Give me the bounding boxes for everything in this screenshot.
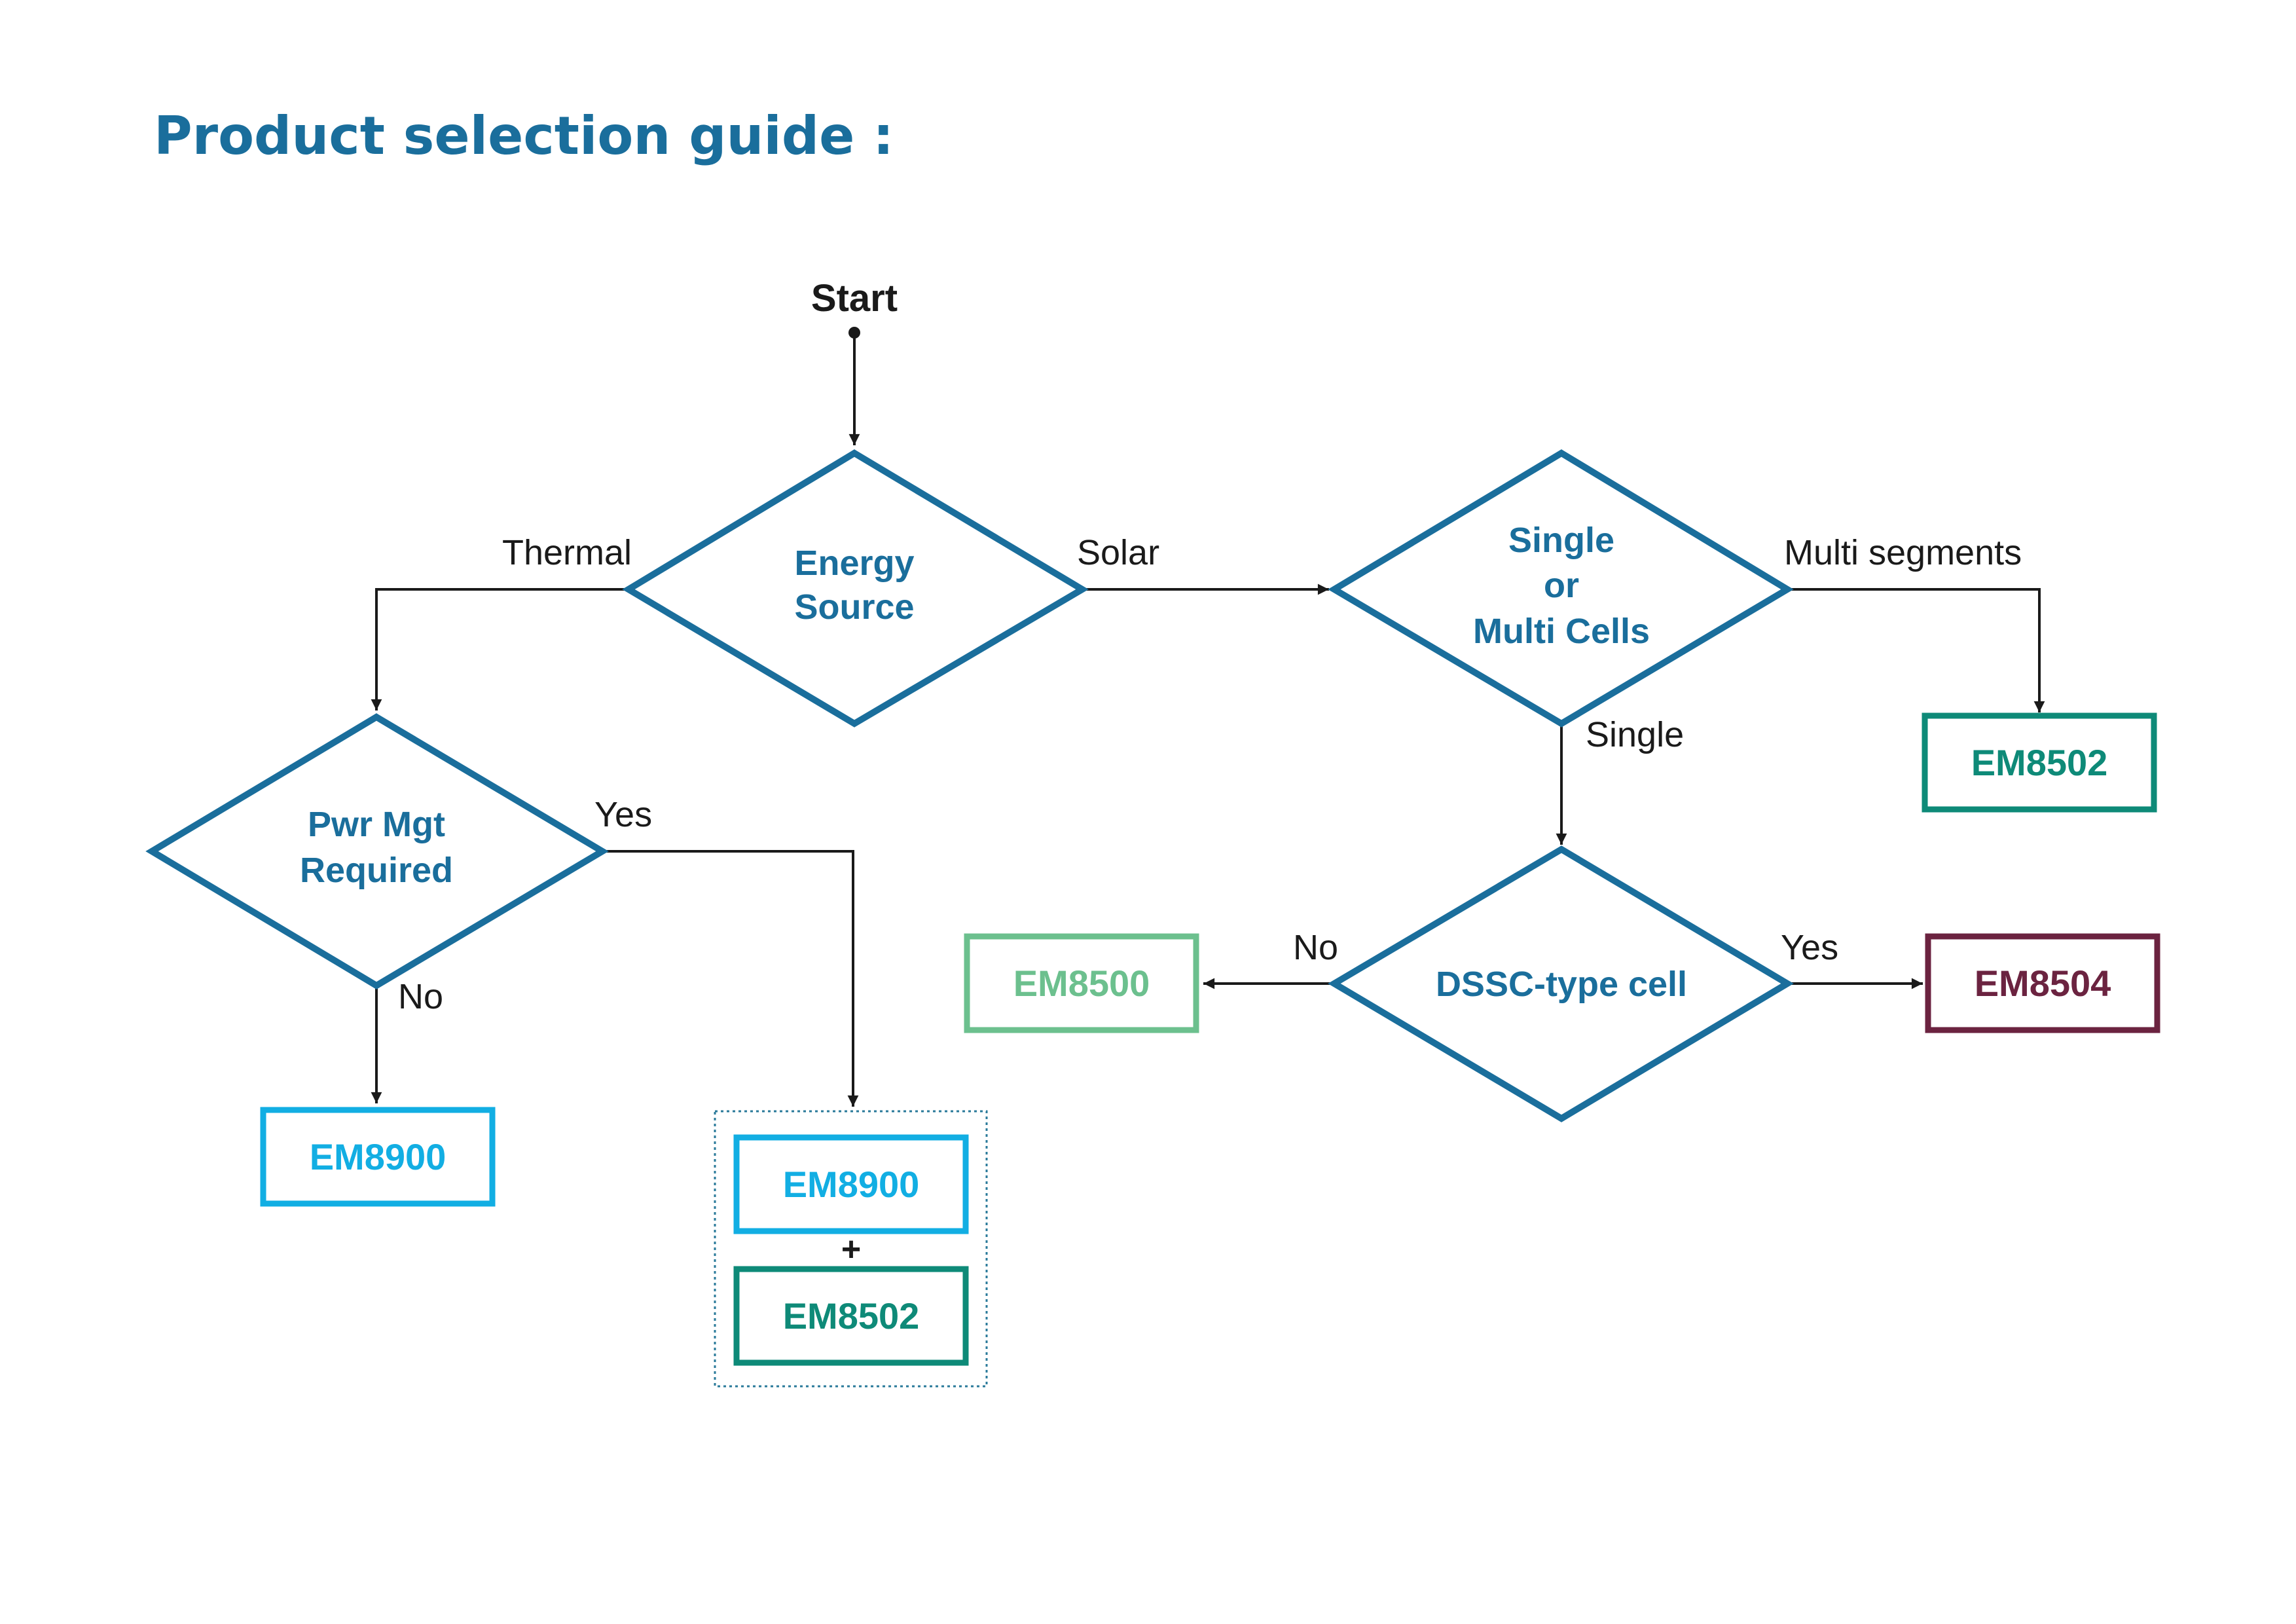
edge-dssc-no: No [1293,928,1338,967]
combo-em8900-box [733,1134,969,1234]
pwr-mgt-line2: Required [300,851,453,890]
product-em8900-left: EM8900 [260,1107,496,1207]
edge-thermal: Thermal [502,533,632,572]
energy-source-line1: Energy [794,544,914,583]
em8500-label: EM8500 [1013,963,1150,1004]
product-em8500: EM8500 [964,933,1199,1033]
connectors [371,333,2045,1107]
edge-single: Single [1586,715,1684,754]
cells-line1: Single [1508,521,1614,560]
edge-solar: Solar [1077,533,1159,572]
pwr-mgt-line1: Pwr Mgt [308,805,445,844]
edge-pwr-no: No [398,977,443,1016]
pwr-yes-arrow [602,850,859,1107]
cells-line3: Multi Cells [1473,612,1650,651]
combo-em8502-label: EM8502 [783,1295,920,1337]
product-combo-group: EM8900 + EM8502 [714,1110,988,1388]
start-label: Start [811,277,898,320]
thermal-arrow [371,588,629,710]
em8504-label: EM8504 [1975,963,2111,1004]
combo-em8502-box [733,1266,969,1366]
edge-pwr-yes: Yes [594,795,652,834]
combo-plus: + [841,1230,861,1268]
combo-em8900-label: EM8900 [783,1164,920,1205]
em8502-right-label: EM8502 [1971,742,2108,783]
cells-line2: or [1544,566,1579,605]
product-em8504: EM8504 [1925,933,2160,1033]
energy-source-line2: Source [794,587,914,627]
decision-dssc: DSSC-type cell [1328,845,1794,1122]
decision-pwr-mgt: Pwr Mgt Required [145,713,609,989]
combo-dotted-frame [714,1110,988,1388]
decision-energy-source: Energy Source [622,449,1089,728]
em8900-left-label: EM8900 [310,1136,446,1177]
decision-cells: Single or Multi Cells [1328,449,1794,728]
dssc-label: DSSC-type cell [1436,965,1687,1004]
multi-segments-arrow [1787,588,2045,712]
edge-labels: Thermal Solar Multi segments Single Yes … [398,533,2022,1016]
product-em8502-right: EM8502 [1922,712,2157,813]
edge-dssc-yes: Yes [1781,928,1838,967]
page-title: Product selection guide : [154,105,894,166]
edge-multi-segments: Multi segments [1784,533,2022,572]
